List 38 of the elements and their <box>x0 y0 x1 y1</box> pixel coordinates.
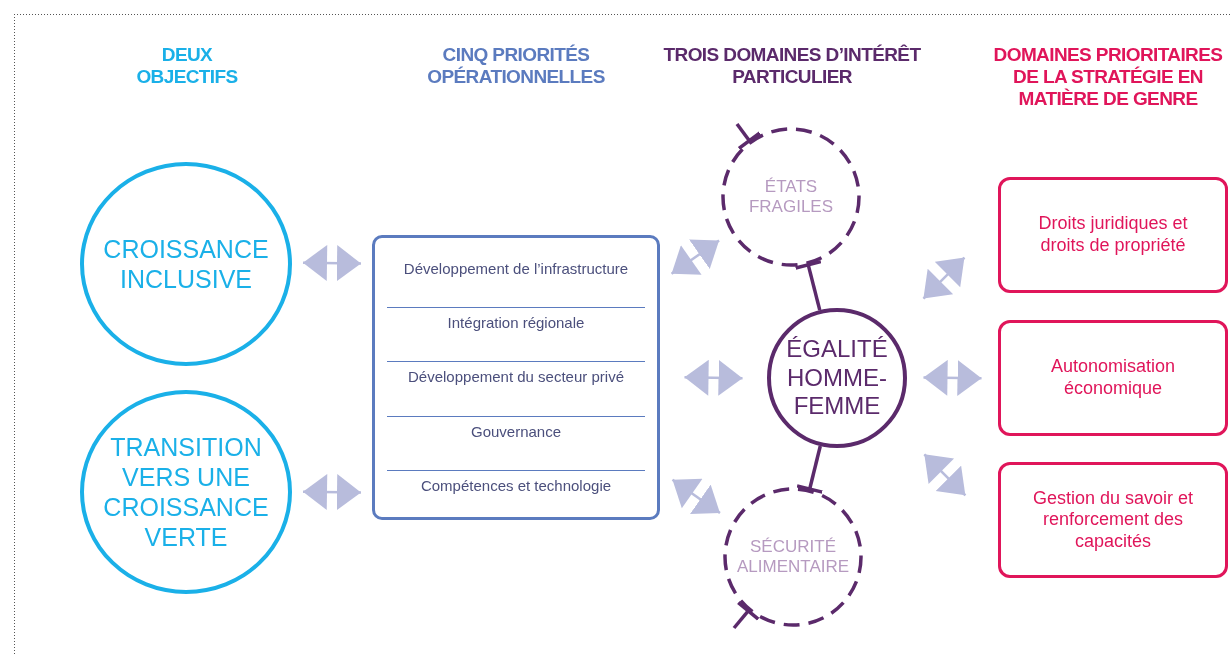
circle-node <box>80 390 292 594</box>
double-arrow <box>923 359 982 396</box>
priority-item: Compétences et technologie <box>387 470 645 502</box>
dashed-circle <box>721 127 861 267</box>
priority-area-box <box>998 320 1228 436</box>
connector-line <box>735 122 762 151</box>
column-heading: TROIS DOMAINES D’INTÉRÊT PARTICULIER <box>662 44 922 88</box>
connector-line <box>732 600 760 630</box>
priority-box <box>372 235 660 520</box>
node-label: Gestion du savoir et renforcement des capacités <box>1031 487 1195 553</box>
column-heading: CINQ PRIORITÉS OPÉRATIONNELLES <box>426 44 606 88</box>
priority-area-box <box>998 177 1228 293</box>
node-label: SÉCURITÉ ALIMENTAIRE <box>737 536 849 578</box>
column-heading: DEUX OBJECTIFS <box>135 44 239 88</box>
double-arrow <box>684 359 743 396</box>
node-label: Droits juridiques et droits de propriété <box>1037 213 1189 257</box>
priority-item: Développement de l’infrastructure <box>402 258 630 279</box>
connector-line <box>793 259 823 311</box>
double-arrow <box>671 478 721 515</box>
circle-node <box>767 308 907 448</box>
double-arrow <box>923 453 967 497</box>
double-arrow <box>303 473 361 511</box>
priority-area-box <box>998 462 1228 578</box>
node-label: Autonomisation économique <box>1049 356 1177 400</box>
priority-item: Intégration régionale <box>387 307 645 339</box>
priority-item: Gouvernance <box>387 415 645 447</box>
connector-line <box>795 445 825 494</box>
double-arrow <box>670 239 720 275</box>
double-arrow <box>303 244 361 282</box>
double-arrow <box>922 256 966 300</box>
node-label: CROISSANCE INCLUSIVE <box>102 234 270 294</box>
priority-item: Développement du secteur privé <box>387 361 645 393</box>
node-label: ÉGALITÉ HOMME-FEMME <box>785 334 889 422</box>
circle-node <box>80 162 292 366</box>
node-label: TRANSITION VERS UNE CROISSANCE VERTE <box>102 432 270 552</box>
node-label: ÉTATS FRAGILES <box>747 176 835 218</box>
column-heading: DOMAINES PRIORITAIRES DE LA STRATÉGIE EN MATIÈRE DE GENRE <box>992 44 1224 110</box>
dashed-circle <box>723 487 863 627</box>
